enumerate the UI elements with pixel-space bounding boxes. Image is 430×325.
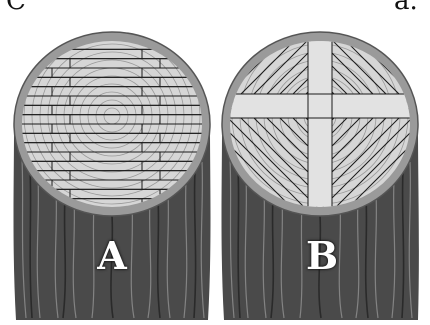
log-a-label: A — [82, 234, 142, 278]
log-b-vertical-board-lower — [308, 118, 332, 208]
log-b-label: B — [292, 234, 352, 278]
log-b-horizontal-board-right — [332, 94, 412, 118]
log-b-center-block — [308, 94, 332, 118]
log-b-horizontal-board-left — [230, 94, 308, 118]
